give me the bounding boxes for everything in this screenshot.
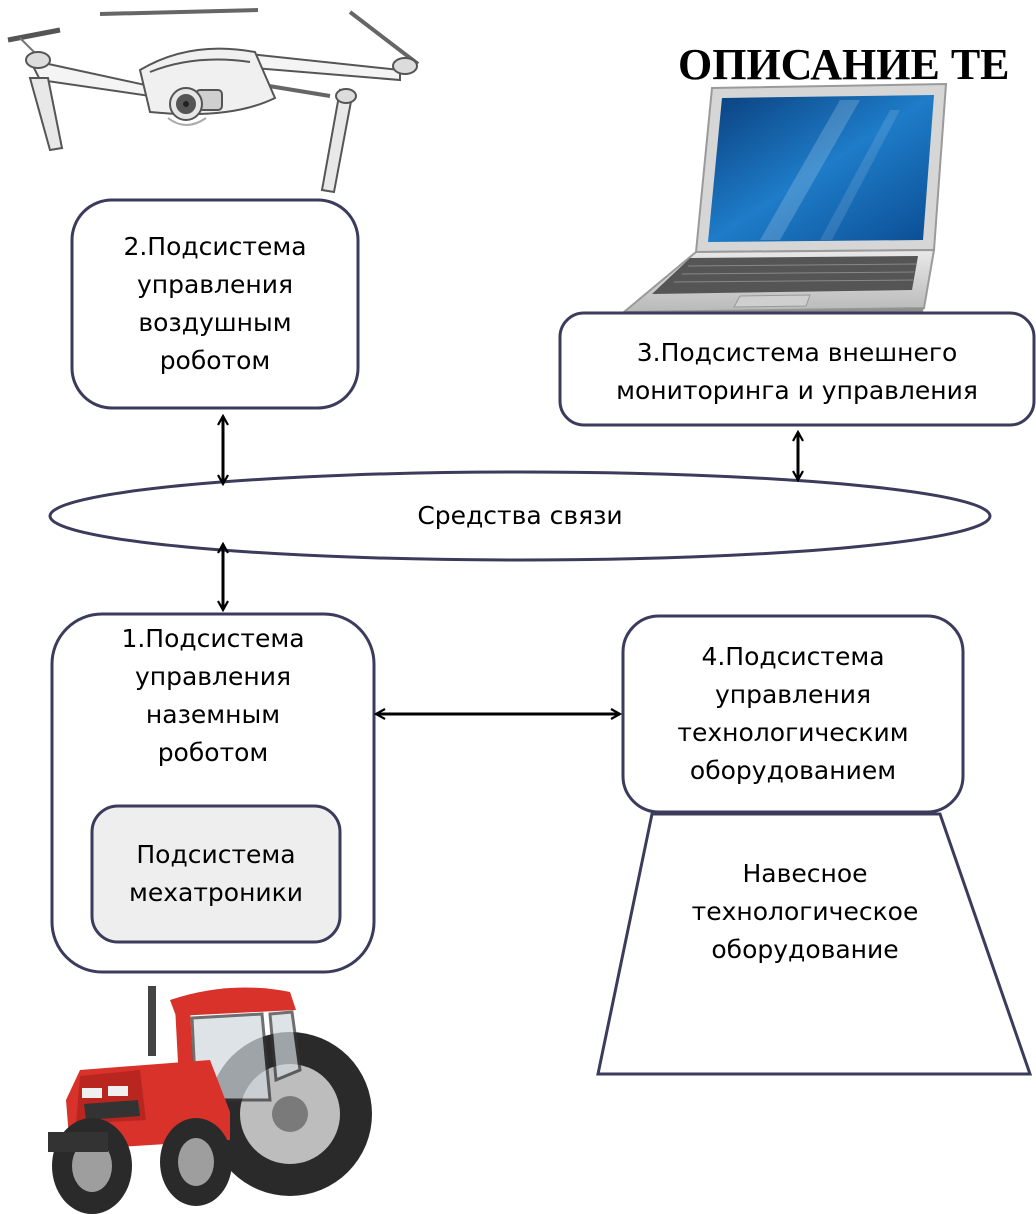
laptop-icon — [621, 82, 948, 318]
box-mechatronics — [90, 804, 342, 944]
label-equipment: 4.Подсистема управления технологическим … — [677, 642, 909, 785]
page-title: ОПИСАНИЕ ТЕ — [678, 40, 1010, 89]
tractor-icon — [48, 986, 372, 1214]
box-air-robot — [70, 198, 360, 410]
communication-ellipse — [48, 470, 992, 562]
label-mechatronics: Подсистема мехатроники — [128, 840, 304, 907]
drone-icon — [7, 8, 420, 194]
box-equipment — [621, 614, 965, 814]
mounted-equipment-trapezoid — [596, 812, 1033, 1076]
label-monitoring: 3.Подсистема внешнего мониторинга и упра… — [616, 338, 978, 405]
label-air-robot: 2.Подсистема управления воздушным робото… — [123, 232, 307, 375]
label-ground-robot: 1.Подсистема управления наземным роботом — [121, 624, 305, 767]
label-mounted-equipment: Навесное технологическое оборудование — [691, 859, 919, 964]
label-communication: Средства связи — [417, 501, 623, 530]
box-monitoring — [558, 311, 1036, 427]
